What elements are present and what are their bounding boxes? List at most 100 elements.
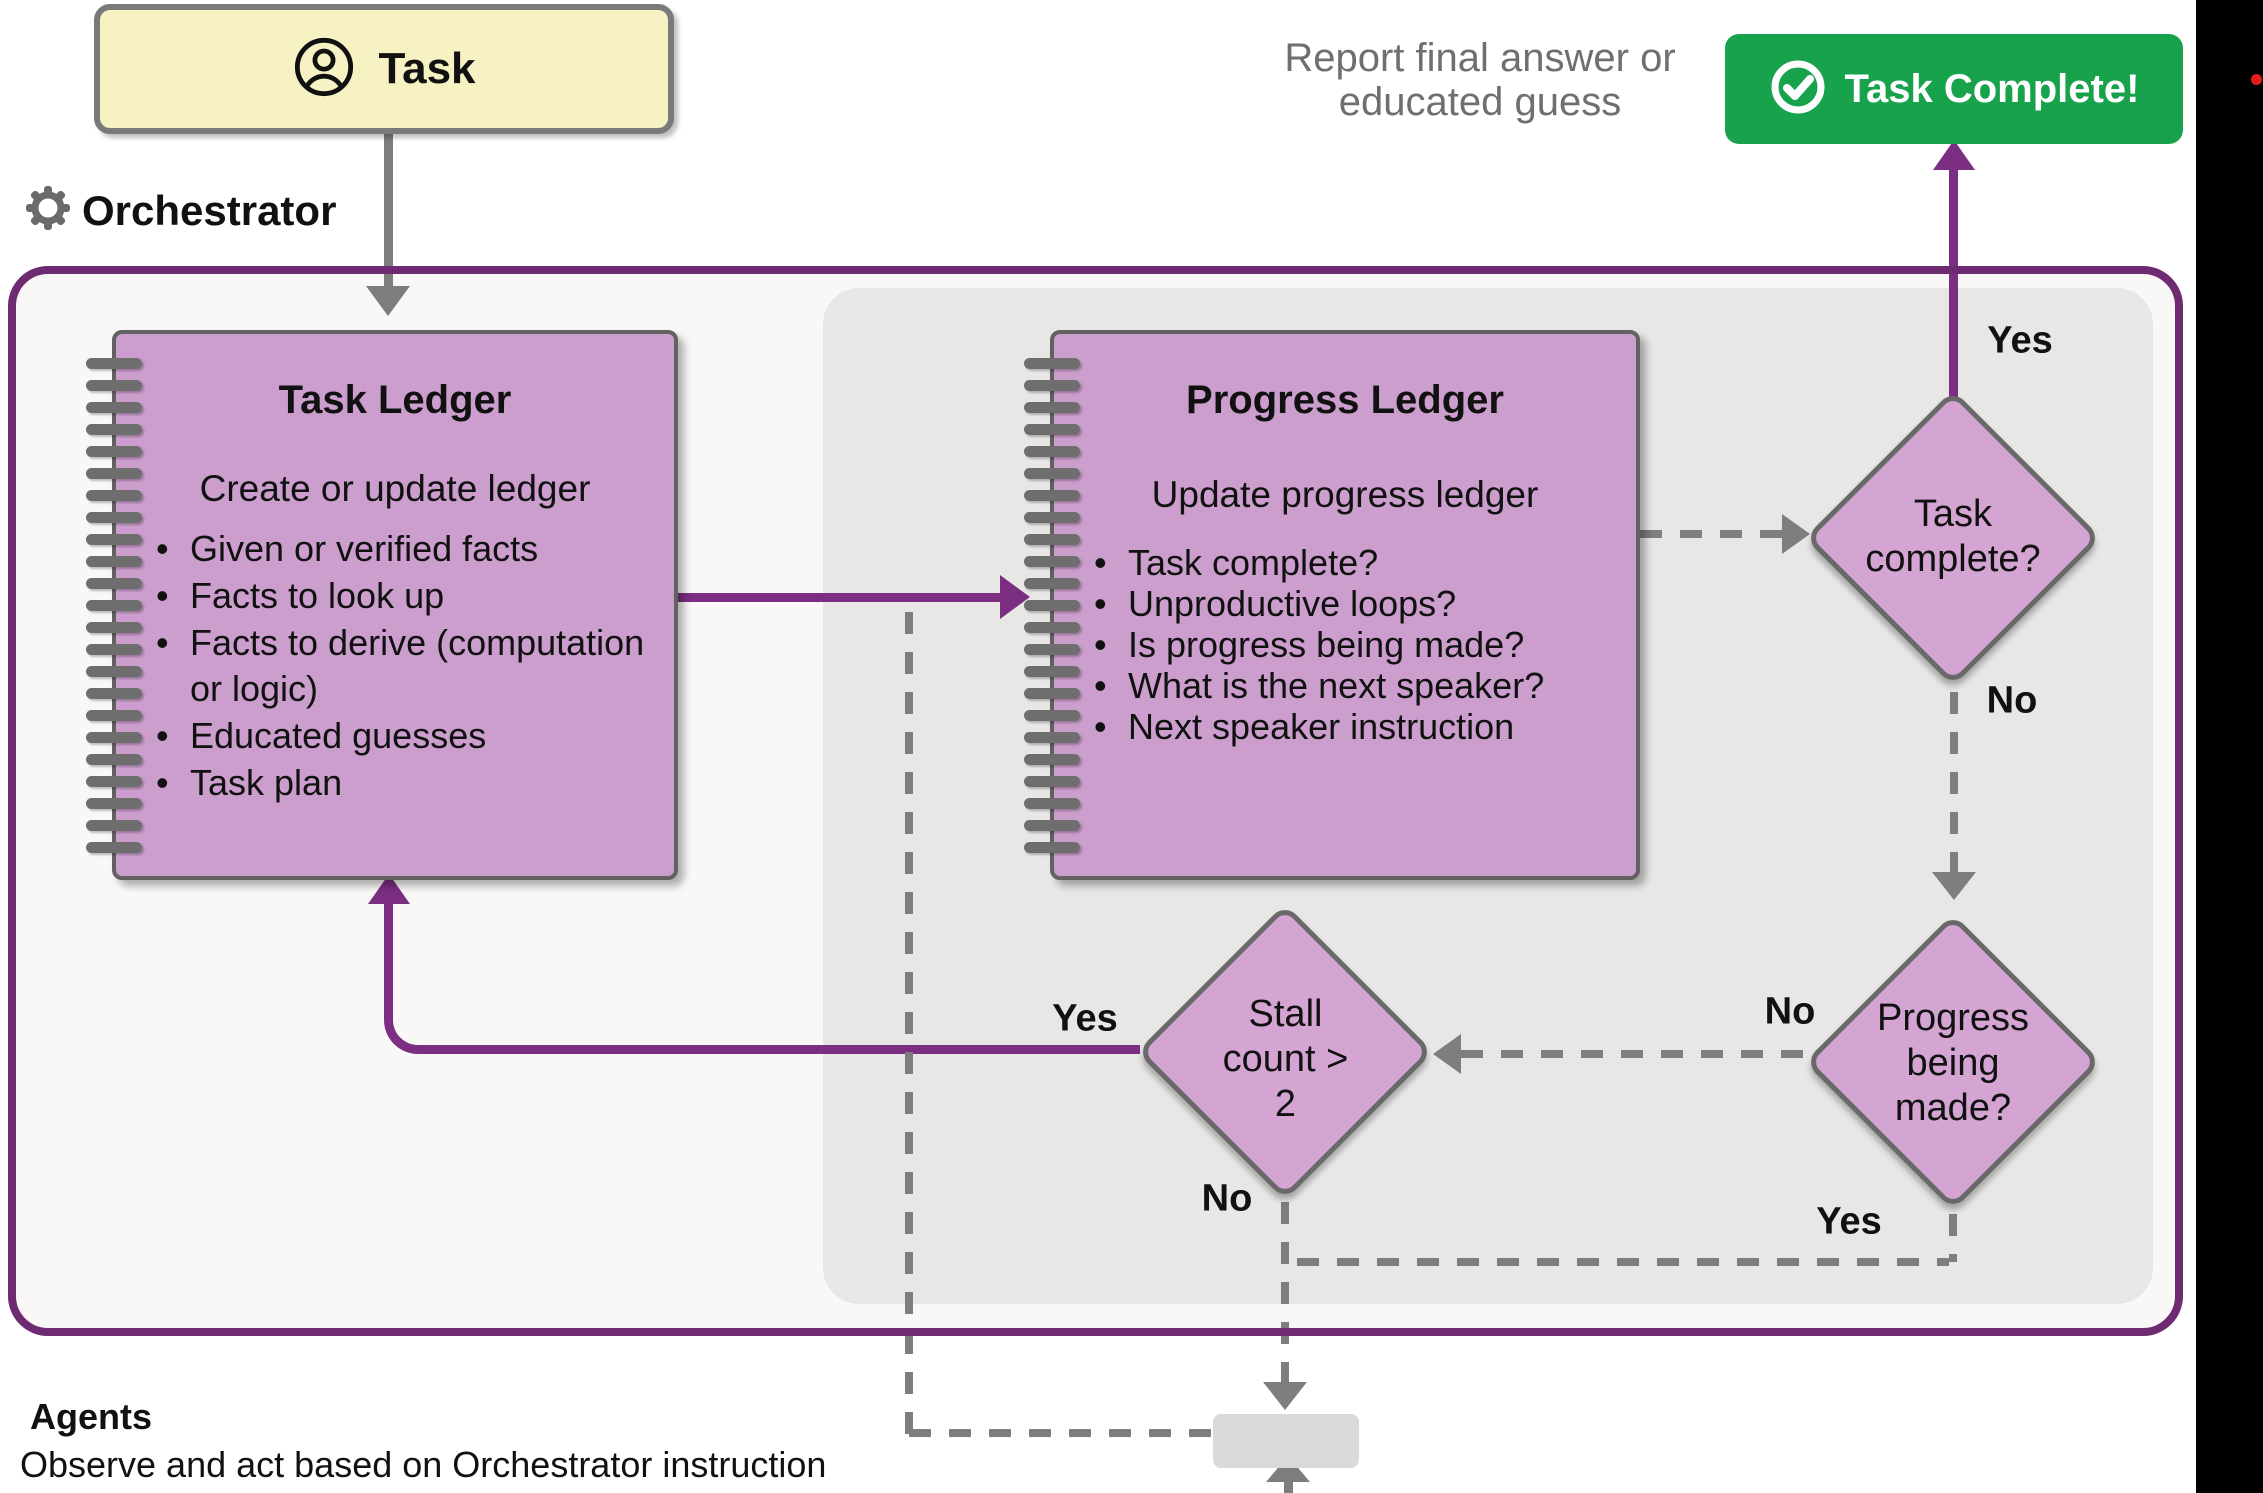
progress-being-made-decision-label: Progress being made? (1876, 997, 2030, 1129)
list-item: Task plan (146, 760, 661, 807)
spiral-tab (1024, 820, 1080, 831)
spiral-tab (1024, 842, 1080, 853)
agents-return-dashed-vertical (905, 612, 913, 1434)
spiral-tab (1024, 446, 1080, 457)
edge-label-stall-yes: Yes (1052, 997, 1118, 1040)
gear-icon (24, 184, 72, 237)
stall-yes-return-line (384, 902, 1140, 1054)
spiral-tab (1024, 534, 1080, 545)
spiral-tab (1024, 380, 1080, 391)
list-item: Next speaker instruction (1084, 706, 1599, 747)
spiral-tab (86, 644, 142, 655)
agents-connector-box (1213, 1414, 1359, 1468)
check-circle-icon (1769, 58, 1827, 121)
record-dot (2251, 74, 2262, 85)
list-item: Facts to derive (computation or logic) (146, 620, 661, 714)
task-complete-decision-label: Task complete? (1865, 493, 2041, 580)
progress-yes-dashed-vertical (1949, 1214, 1957, 1262)
spiral-tab (86, 380, 142, 391)
task-to-progress-arrow-line (678, 593, 1003, 602)
yes-to-complete-arrow-line (1949, 164, 1958, 436)
no-to-stall-arrowhead (1433, 1034, 1461, 1074)
spiral-tab (1024, 688, 1080, 699)
task-to-orchestrator-arrow-line (384, 134, 393, 294)
yes-to-complete-arrowhead (1933, 140, 1975, 170)
spiral-tab (1024, 358, 1080, 369)
spiral-tab (1024, 556, 1080, 567)
task-complete-button-label: Task Complete! (1844, 66, 2140, 111)
list-item: Unproductive loops? (1084, 583, 1599, 624)
spiral-tab (86, 666, 142, 677)
task-complete-button: Task Complete! (1725, 34, 2183, 144)
agents-return-dashed-horizontal (909, 1429, 1213, 1437)
progress-ledger-list: Task complete?Unproductive loops?Is prog… (1084, 542, 1599, 747)
spiral-tab (1024, 776, 1080, 787)
edge-label-progress-no: No (1764, 990, 1816, 1033)
progress-to-decision-arrowhead (1782, 514, 1810, 554)
spiral-tab (86, 600, 142, 611)
spiral-tab (1024, 512, 1080, 523)
progress-ledger-notebook: Progress Ledger Update progress ledger T… (1024, 330, 1640, 880)
spiral-tab (86, 732, 142, 743)
task-box-label: Task (378, 44, 476, 93)
orchestrator-label: Orchestrator (24, 184, 336, 237)
edge-label-progress-yes: Yes (1816, 1200, 1882, 1243)
spiral-tab (86, 820, 142, 831)
list-item: Facts to look up (146, 573, 661, 620)
list-item: Given or verified facts (146, 526, 661, 573)
no-to-stall-dashed-line (1461, 1050, 1805, 1058)
agents-up-arrow-line (1284, 1480, 1293, 1493)
spiral-tab (86, 754, 142, 765)
task-ledger-subtitle: Create or update ledger (199, 468, 591, 509)
spiral-tab (86, 578, 142, 589)
spiral-tab (1024, 754, 1080, 765)
stall-no-to-agents-dashed-line (1281, 1202, 1289, 1388)
spiral-tab (86, 798, 142, 809)
spiral-tab (86, 776, 142, 787)
progress-to-decision-dashed-line (1640, 530, 1785, 538)
list-item: Educated guesses (146, 713, 661, 760)
spiral-tab (86, 402, 142, 413)
spiral-tab (86, 688, 142, 699)
progress-ledger-subtitle: Update progress ledger (1151, 474, 1539, 515)
spiral-tab (1024, 798, 1080, 809)
task-ledger-notebook: Task Ledger Create or update ledger Give… (86, 330, 678, 880)
stall-count-decision-label: Stall count > 2 (1222, 993, 1349, 1125)
spiral-tab (1024, 644, 1080, 655)
progress-ledger-title: Progress Ledger (1186, 378, 1504, 422)
spiral-tab (1024, 468, 1080, 479)
orchestrator-label-text: Orchestrator (82, 186, 337, 234)
list-item: Is progress being made? (1084, 624, 1599, 665)
spiral-tab (1024, 666, 1080, 677)
task-ledger-title: Task Ledger (278, 378, 512, 422)
spiral-tab (1024, 600, 1080, 611)
no-to-progress-decision-arrowhead (1932, 872, 1976, 900)
screen-edge-black-strip (2196, 0, 2263, 1493)
spiral-tab (86, 468, 142, 479)
spiral-tab (86, 556, 142, 567)
list-item: Task complete? (1084, 542, 1599, 583)
user-circle-icon (292, 35, 356, 104)
spiral-tab (1024, 424, 1080, 435)
progress-yes-dashed-horizontal (1297, 1258, 1949, 1266)
stall-no-to-agents-arrowhead (1263, 1382, 1307, 1410)
spiral-tab (1024, 710, 1080, 721)
agents-subtitle: Observe and act based on Orchestrator in… (20, 1444, 827, 1485)
spiral-tab (86, 490, 142, 501)
edge-label-task-complete-yes: Yes (1987, 319, 2053, 362)
spiral-tab (1024, 732, 1080, 743)
edge-label-stall-no: No (1201, 1177, 1253, 1220)
spiral-tab (86, 622, 142, 633)
spiral-tab (1024, 490, 1080, 501)
edge-label-task-complete-no: No (1986, 679, 2038, 722)
spiral-tab (86, 710, 142, 721)
spiral-tab (86, 424, 142, 435)
list-item: What is the next speaker? (1084, 665, 1599, 706)
no-to-progress-decision-dashed-line (1950, 692, 1958, 872)
spiral-tab (86, 512, 142, 523)
agents-title: Agents (30, 1396, 153, 1437)
task-box: Task (94, 4, 674, 134)
spiral-tab (86, 842, 142, 853)
spiral-tab (1024, 402, 1080, 413)
